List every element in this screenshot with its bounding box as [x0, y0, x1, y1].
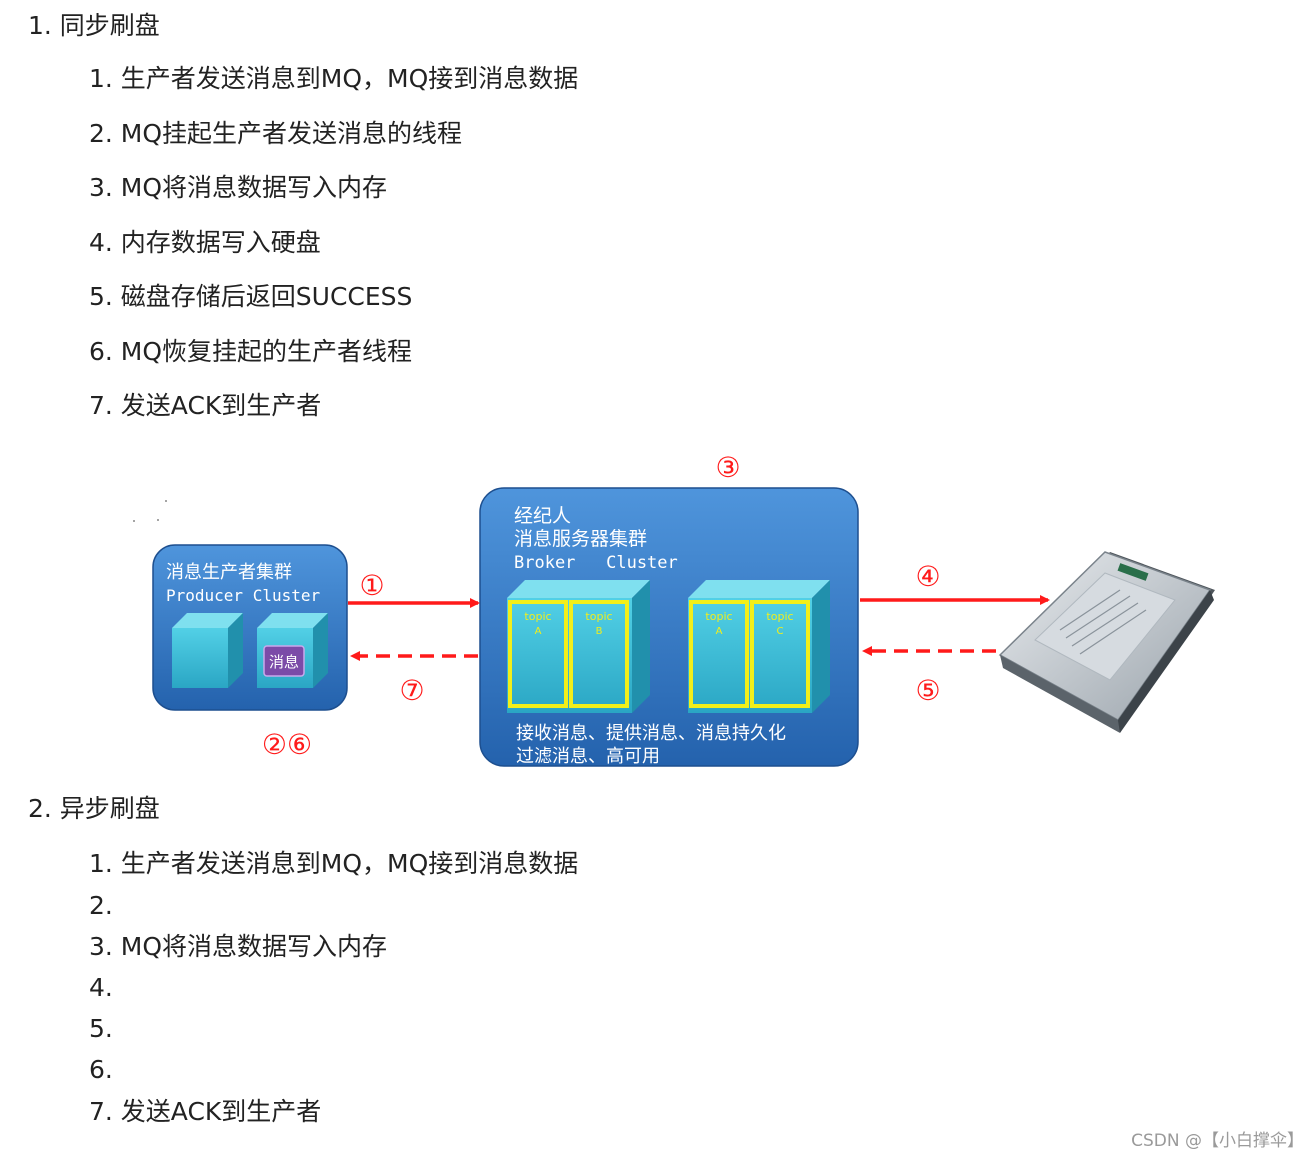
async-step-7: 7. 发送ACK到生产者 — [89, 1097, 322, 1126]
async-step-1: 1. 生产者发送消息到MQ，MQ接到消息数据 — [89, 849, 579, 878]
topic-box: topic A — [508, 600, 568, 708]
csdn-watermark: CSDN @【小白撑伞】 — [1131, 1131, 1304, 1151]
topic-label: topic — [524, 610, 551, 623]
topic-letter: C — [777, 626, 784, 637]
async-step-6: 6. — [89, 1055, 113, 1084]
producer-title: 消息生产者集群 — [166, 562, 292, 583]
broker-cluster-panel: 经纪人 消息服务器集群 Broker Cluster topic A topic… — [479, 487, 859, 767]
topic-label: topic — [705, 610, 732, 623]
async-step-5: 5. — [89, 1014, 113, 1043]
broker-name: Broker Cluster — [514, 553, 678, 573]
async-step-3: 3. MQ将消息数据写入内存 — [89, 932, 388, 961]
producer-subtitle: Producer Cluster — [166, 586, 320, 605]
sync-step-7: 7. 发送ACK到生产者 — [89, 391, 322, 420]
step-marker-2-6: ②⑥ — [262, 728, 312, 761]
sync-flush-diagram: 消息生产者集群 Producer Cluster 消息 经纪人 消息服务器集群 … — [133, 451, 1215, 767]
sync-step-5: 5. 磁盘存储后返回SUCCESS — [89, 282, 413, 311]
async-step-2: 2. — [89, 891, 113, 920]
section1-heading: 1. 同步刷盘 — [28, 11, 160, 40]
producer-cluster-panel: 消息生产者集群 Producer Cluster 消息 — [152, 544, 348, 711]
hard-disk-icon — [998, 551, 1215, 733]
step-marker-4: ④ — [915, 560, 940, 593]
sync-step-1: 1. 生产者发送消息到MQ，MQ接到消息数据 — [89, 64, 579, 93]
topic-label: topic — [585, 610, 612, 623]
topic-label: topic — [766, 610, 793, 623]
sync-step-3: 3. MQ将消息数据写入内存 — [89, 173, 388, 202]
sync-step-4: 4. 内存数据写入硬盘 — [89, 228, 321, 257]
broker-subtitle: 消息服务器集群 — [514, 528, 647, 550]
sync-step-2: 2. MQ挂起生产者发送消息的线程 — [89, 119, 463, 148]
step-marker-1: ① — [359, 569, 384, 602]
broker-features-2: 过滤消息、高可用 — [516, 746, 660, 767]
producer-node-cube — [172, 613, 243, 688]
topic-letter: B — [596, 626, 603, 637]
topic-letter: A — [716, 626, 723, 637]
message-label: 消息 — [269, 653, 299, 671]
step-marker-3: ③ — [715, 451, 740, 484]
topic-letter: A — [535, 626, 542, 637]
broker-features-1: 接收消息、提供消息、消息持久化 — [516, 723, 786, 744]
step-marker-7: ⑦ — [399, 674, 424, 707]
topic-box: topic B — [569, 600, 629, 708]
step-marker-5: ⑤ — [915, 674, 940, 707]
section2-heading: 2. 异步刷盘 — [28, 794, 160, 823]
sync-step-6: 6. MQ恢复挂起的生产者线程 — [89, 337, 413, 366]
broker-title: 经纪人 — [514, 505, 571, 527]
async-step-4: 4. — [89, 973, 113, 1002]
producer-node-cube: 消息 — [257, 613, 328, 688]
message-block — [263, 645, 305, 677]
topic-box: topic A — [689, 600, 749, 708]
topic-box: topic C — [750, 600, 810, 708]
